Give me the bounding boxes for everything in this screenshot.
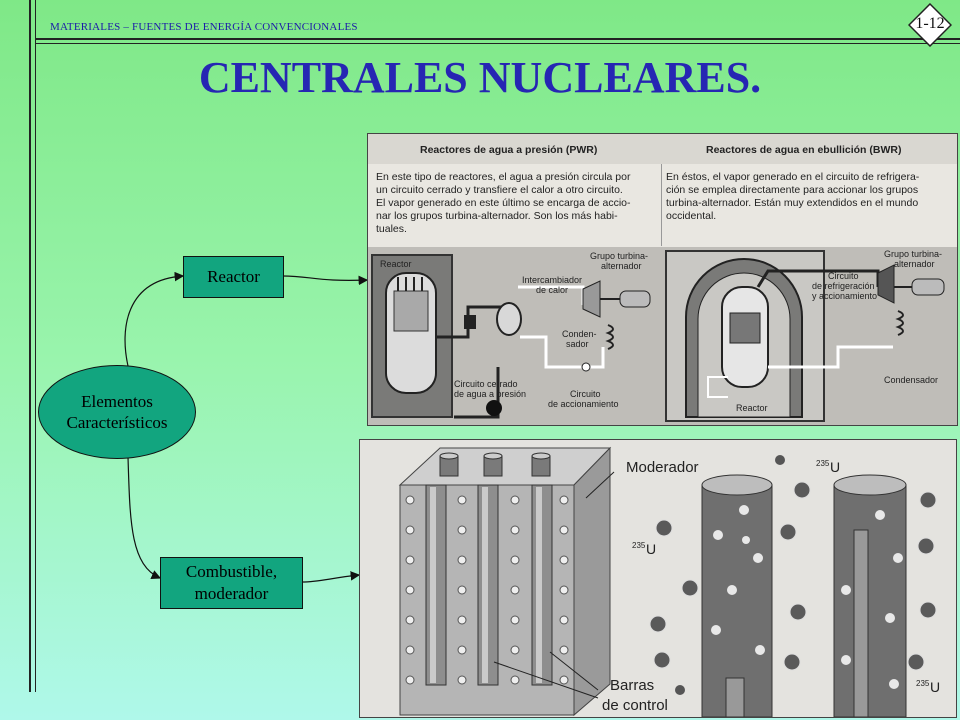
reactor-core-figure: Moderador Barras de control 235 U 235 U … — [359, 439, 957, 718]
connector-to-fuel — [127, 456, 162, 580]
connector-reactor-figure — [282, 275, 369, 286]
bwr-turbine — [877, 264, 895, 304]
bwr-label-reactor: Reactor — [736, 403, 768, 413]
reactor-types-figure: Reactores de agua a presión (PWR) Reacto… — [367, 133, 958, 426]
pwr-generator — [619, 290, 651, 308]
isotope-symbol-1: U — [830, 459, 840, 475]
bwr-line-3: turbina-alternador. Están muy extendidos… — [666, 197, 919, 209]
connector-to-reactor — [124, 271, 185, 367]
diamond-icon — [907, 2, 953, 48]
root-node-line-1: Elementos — [81, 392, 153, 411]
pwr-heading: Reactores de agua a presión (PWR) — [420, 144, 598, 156]
bwr-line-2: ción se emplea directamente para acciona… — [666, 184, 919, 196]
bwr-description: En éstos, el vapor generado en el circui… — [666, 171, 954, 223]
header-text: MATERIALES – FUENTES DE ENERGÍA CONVENCI… — [50, 21, 358, 33]
bwr-line-4: occidental. — [666, 210, 717, 222]
pwr-turbine — [582, 280, 601, 318]
bwr-label-grupo-2: alternador — [894, 259, 935, 269]
pwr-label-circuito-acc-1: Circuito — [570, 389, 601, 399]
bwr-heading: Reactores de agua en ebullición (BWR) — [706, 144, 902, 156]
fuel-node-line-1: Combustible, — [185, 562, 278, 581]
coolant-holes — [405, 495, 569, 685]
bwr-generator — [911, 278, 945, 296]
fuel-node-line-2: moderador — [194, 584, 269, 603]
pwr-description: En este tipo de reactores, el agua a pre… — [376, 171, 658, 236]
bwr-label-grupo-1: Grupo turbina- — [884, 249, 942, 259]
root-node: Elementos Característicos — [38, 365, 196, 459]
bwr-label-condensador: Condensador — [884, 375, 938, 385]
core-illustration: Moderador Barras de control 235 U 235 U … — [398, 446, 940, 717]
pwr-condenser — [605, 324, 614, 350]
label-barras-1: Barras — [610, 677, 654, 694]
bwr-core — [729, 312, 761, 344]
moderator-particles — [711, 505, 903, 689]
pwr-line-5: tuales. — [376, 223, 407, 235]
isotope-sup-2: 235 — [632, 541, 646, 550]
isotope-sup-3: 235 — [916, 679, 930, 688]
pwr-heat-exchanger — [496, 302, 522, 336]
control-bar-center — [725, 677, 745, 717]
isotope-sup-1: 235 — [816, 459, 830, 468]
pwr-label-grupo-1: Grupo turbina- — [590, 251, 648, 261]
pwr-line-2: un circuito cerrado y transfiere el calo… — [376, 184, 623, 196]
core-block-top — [398, 447, 612, 486]
left-border-line-1 — [29, 0, 31, 692]
bwr-line-1: En éstos, el vapor generado en el circui… — [666, 171, 920, 183]
reactor-node: Reactor — [183, 256, 284, 298]
pwr-label-circuito-cerrado-1: Circuito cerrado — [454, 379, 518, 389]
pwr-core — [393, 290, 429, 332]
bwr-condenser — [895, 310, 904, 336]
fuel-moderator-node: Combustible, moderador — [160, 557, 303, 609]
left-border-line-2 — [35, 0, 36, 692]
neutron-bottom — [675, 685, 685, 695]
moderator-cylinder-2 — [833, 484, 907, 717]
pwr-pump — [486, 400, 502, 416]
bwr-label-circuito-ref-2: de refrigeración — [812, 281, 875, 291]
page-number: 1-12 — [915, 15, 945, 32]
pwr-label-condensador-2: sador — [566, 339, 589, 349]
pwr-line-3: El vapor generado en este último se enca… — [376, 197, 631, 209]
neutron-top — [775, 455, 785, 465]
pwr-line-1: En este tipo de reactores, el agua a pre… — [376, 171, 631, 183]
column-divider — [661, 164, 662, 246]
isotope-symbol-3: U — [930, 679, 940, 695]
pwr-label-intercambiador-1: Intercambiador — [522, 275, 582, 285]
reactor-schematics: Reactor Intercambiador de calor Grupo tu… — [368, 247, 957, 425]
bwr-label-circuito-ref-3: y accionamiento — [812, 291, 877, 301]
header-rule-2 — [36, 43, 960, 44]
pwr-label-grupo-2: alternador — [601, 261, 642, 271]
figure-header-band — [368, 134, 957, 164]
label-moderador: Moderador — [626, 459, 699, 476]
page-number-badge: 1-12 — [907, 2, 953, 48]
header-rule-1 — [36, 38, 960, 40]
pwr-label-intercambiador-2: de calor — [536, 285, 568, 295]
isotope-symbol-2: U — [646, 541, 656, 557]
pwr-label-condensador-1: Conden- — [562, 329, 597, 339]
bwr-label-circuito-ref-1: Circuito — [828, 271, 859, 281]
pwr-label-circuito-acc-2: de accionamiento — [548, 399, 619, 409]
connector-core-figure — [301, 571, 361, 583]
uranium-atoms — [649, 481, 937, 671]
label-barras-2: de control — [602, 697, 668, 714]
page-title: CENTRALES NUCLEARES. — [198, 53, 762, 102]
root-node-line-2: Característicos — [66, 413, 168, 432]
pwr-label-reactor: Reactor — [380, 259, 412, 269]
control-bar-right — [853, 529, 869, 717]
pwr-label-circuito-cerrado-2: de agua a presión — [454, 389, 526, 399]
pwr-line-4: nar los grupos turbina-alternador. Son l… — [376, 210, 618, 222]
